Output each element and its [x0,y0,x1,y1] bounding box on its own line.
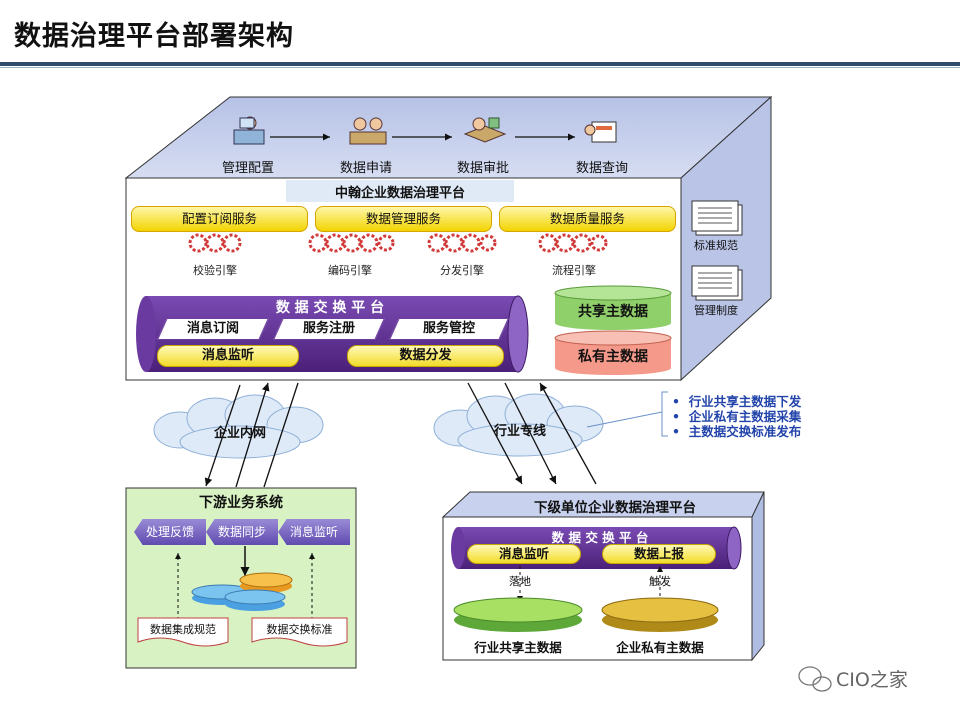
subordinate-msg-listen: 消息监听 [467,544,581,564]
subordinate-box [441,491,765,662]
data-disc-stacks [191,572,293,611]
arrow-label-landing: 落地 [509,575,531,588]
management-rules-icon [691,265,743,301]
service-data-management: 数据管理服务 [315,206,492,232]
process-engine-icon [538,233,608,253]
downstream-title: 下游业务系统 [199,495,283,511]
shared-master-data-label: 共享主数据 [578,304,648,320]
service-data-quality: 数据质量服务 [499,206,676,232]
engine-label-dispatch: 分发引擎 [440,264,484,277]
industry-line-cloud-label: 行业专线 [493,424,546,439]
data-approval-icon [463,117,507,143]
slide-title: 数据治理平台部署架构 [14,21,294,52]
subordinate-data-report: 数据上报 [602,544,716,564]
downstream-dashed-arrows [175,553,315,620]
bullet-item: • 主数据交换标准发布 [672,424,802,439]
private-master-data-cylinder [554,330,672,375]
chevron-data-sync: 数据同步 [206,519,278,545]
data-query-icon [584,121,617,143]
doc-exchange-standard: 数据交换标准 [266,623,333,636]
manage-config-icon [233,116,265,145]
main-platform-title: 中翰企业数据治理平台 [334,186,465,201]
step-label-manage-config: 管理配置 [221,161,274,176]
service-config-subscribe: 配置订阅服务 [131,206,308,232]
chevron-msg-listen: 消息监听 [278,519,350,545]
enterprise-private-data-disk [601,597,719,632]
encode-engine-icon [308,233,395,253]
watermark-text: CIO之家 [836,669,908,691]
private-master-data-label: 私有主数据 [578,349,648,365]
exchange-data-dispatch: 数据分发 [347,345,504,367]
exchange-msg-subscribe: 消息订阅 [157,318,269,340]
arrow-label-trigger: 触发 [649,575,671,588]
industry-shared-data-disk [453,597,583,632]
doc-integration-spec: 数据集成规范 [150,623,216,636]
check-engine-icon [188,233,242,253]
engine-label-check: 校验引擎 [193,264,237,277]
exchange-service-register: 服务注册 [273,318,385,340]
title-rule [0,62,960,66]
management-rules-label: 管理制度 [694,304,738,317]
chevron-feedback: 处理反馈 [134,519,206,545]
engine-label-encode: 编码引擎 [328,264,372,277]
dispatch-engine-icon [427,233,497,253]
exchange-msg-listen: 消息监听 [157,345,299,367]
engine-label-process: 流程引擎 [552,264,596,277]
step-label-data-request: 数据申请 [339,161,392,176]
title-rule-thin [0,67,960,68]
step-label-data-query: 数据查询 [575,161,628,176]
industry-line-cloud [433,393,604,457]
bullet-item: • 行业共享主数据下发 [672,394,802,409]
exchange-platform-title: 数 据 交 换 平 台 [275,300,385,316]
standard-spec-icon [691,200,743,236]
standard-spec-label: 标准规范 [694,239,738,252]
connection-arrows [204,382,597,488]
industry-shared-data-label: 行业共享主数据 [474,640,562,655]
subordinate-dashed-arrows [517,566,663,602]
data-request-icon [349,117,387,145]
intranet-cloud [153,394,324,459]
bullet-item: • 企业私有主数据采集 [672,409,802,424]
intranet-cloud-label: 企业内网 [213,426,266,441]
subordinate-exchange-title: 数 据 交 换 平 台 [551,530,649,545]
downstream-doc-shapes [137,617,348,647]
callout-bracket [586,391,668,437]
wechat-icon [798,666,832,692]
shared-master-data-cylinder [554,285,672,330]
subordinate-title: 下级单位企业数据治理平台 [534,500,696,516]
exchange-service-control: 服务管控 [389,318,509,340]
enterprise-private-data-label: 企业私有主数据 [616,640,704,655]
step-label-data-approval: 数据审批 [456,161,509,176]
